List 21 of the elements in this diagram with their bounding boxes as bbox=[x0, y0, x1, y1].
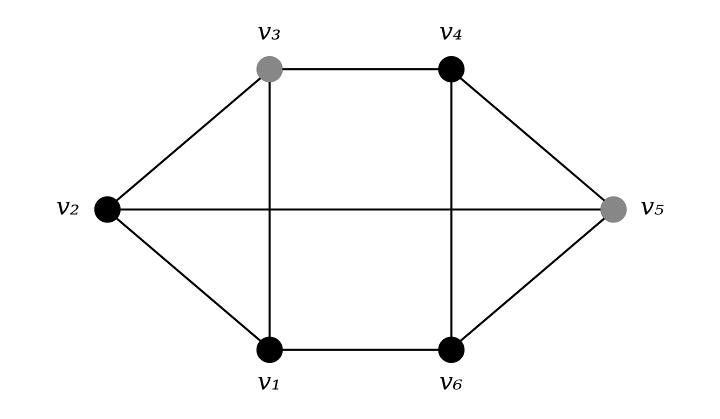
connector bbox=[268, 82, 270, 337]
connector bbox=[282, 68, 438, 70]
node-circle bbox=[94, 196, 120, 223]
connector bbox=[450, 82, 452, 337]
node-circle bbox=[438, 56, 464, 82]
node-label: v₆ bbox=[438, 367, 462, 396]
node-circle bbox=[256, 56, 282, 82]
connector bbox=[120, 208, 600, 211]
node-label: v₁ bbox=[257, 367, 280, 396]
node-circle bbox=[256, 336, 282, 364]
connector bbox=[282, 348, 438, 351]
node-circle bbox=[600, 196, 626, 223]
node-label: v₄ bbox=[438, 18, 462, 46]
connector bbox=[115, 77, 261, 202]
connector bbox=[115, 218, 261, 342]
node-circle bbox=[438, 336, 464, 364]
connector bbox=[459, 218, 605, 342]
node-label: v₃ bbox=[257, 18, 280, 46]
node-label: v₂ bbox=[56, 192, 80, 220]
node-label: v₅ bbox=[640, 192, 664, 220]
connector bbox=[459, 77, 605, 202]
